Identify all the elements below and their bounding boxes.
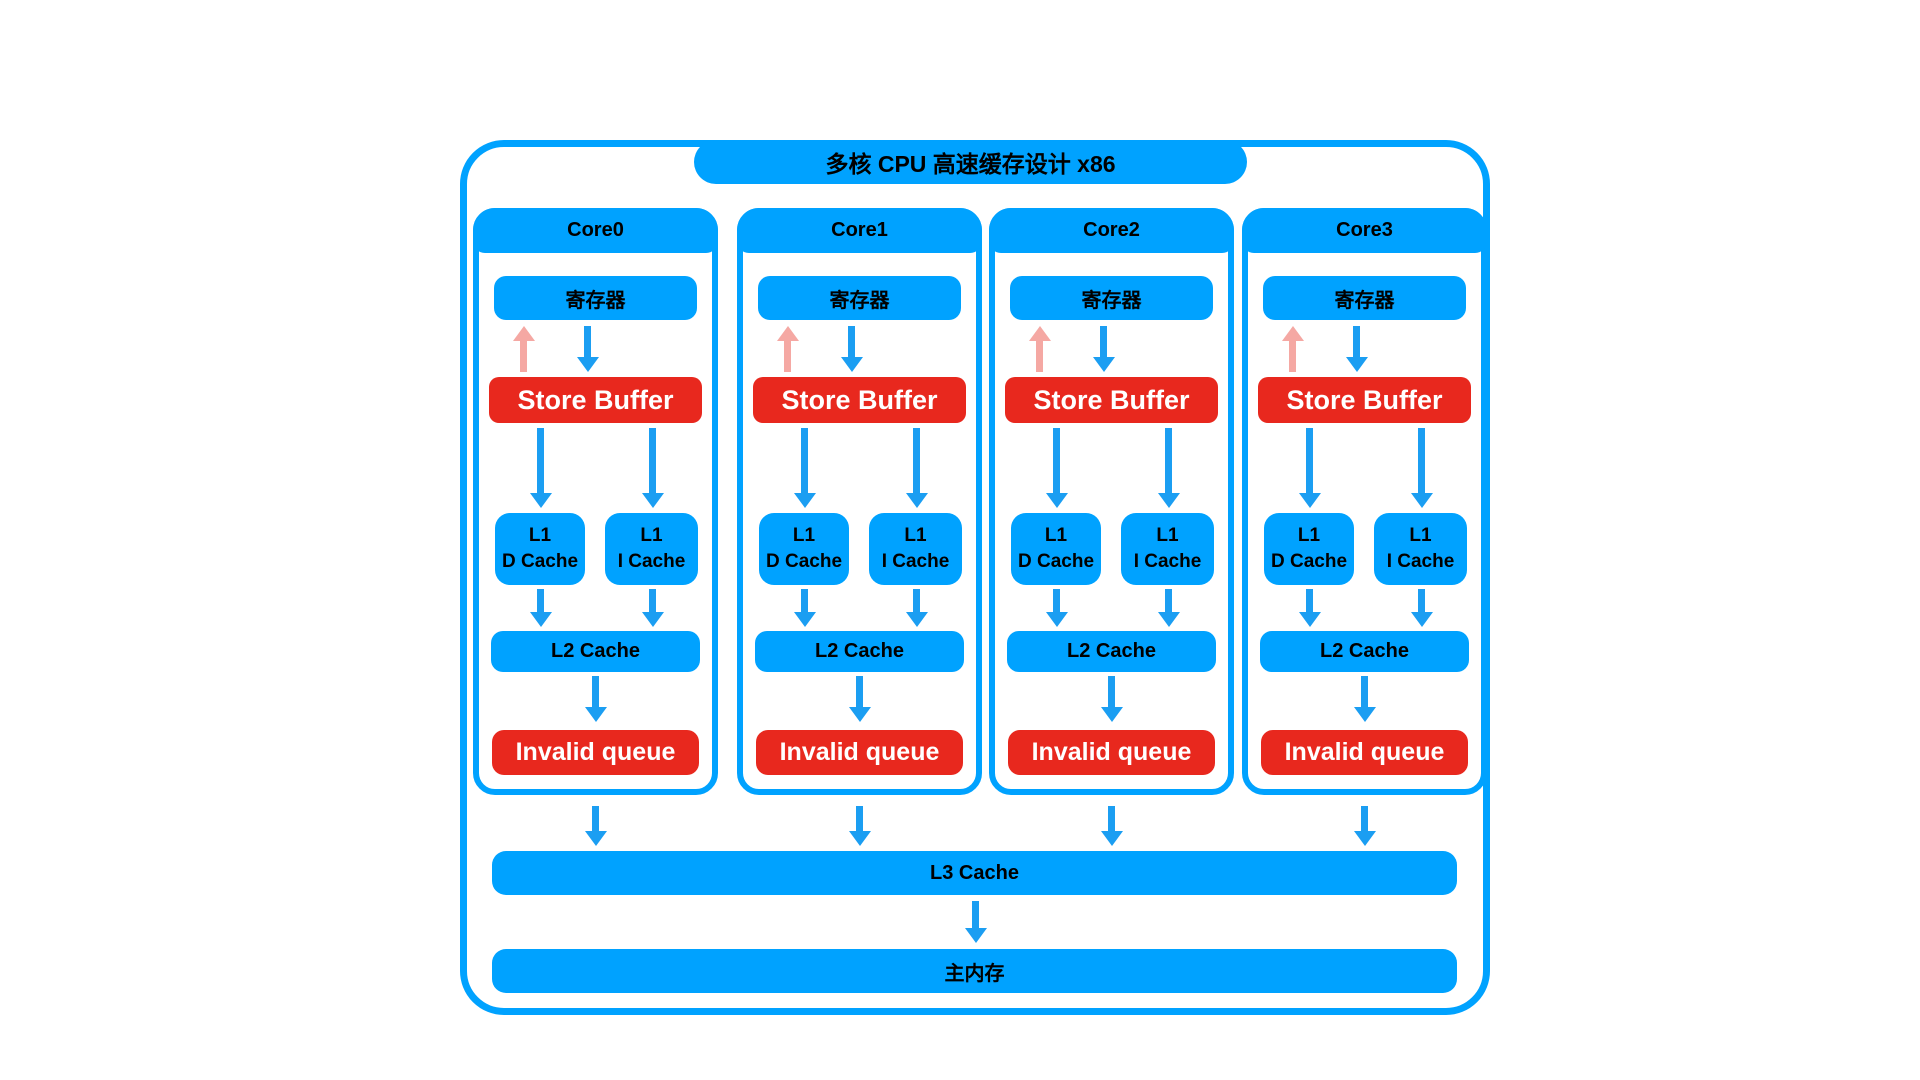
l1-dcache-line2: D Cache	[1270, 551, 1348, 572]
l1-icache-line2: I Cache	[617, 551, 686, 572]
core-3-l1d-to-l2-arrow	[1298, 589, 1321, 627]
l1-icache-line1: L1	[640, 525, 663, 546]
l1-dcache-line1: L1	[528, 525, 552, 546]
core-3-l1-icache-box: L1 I Cache	[1374, 513, 1467, 585]
l1-icache-line1: L1	[1156, 525, 1179, 546]
l1-dcache-line2: D Cache	[765, 551, 843, 572]
core-2-store-buffer-box: Store Buffer	[1005, 377, 1218, 423]
core-0-store-buffer-to-l1i-arrow	[641, 428, 664, 508]
core-2-l1-dcache-box: L1 D Cache	[1011, 513, 1101, 585]
core-0-l1-dcache-box: L1 D Cache	[495, 513, 585, 585]
core-2-invalid-queue-box: Invalid queue	[1008, 730, 1215, 775]
core-0-l1d-to-l2-arrow	[529, 589, 552, 627]
core-1-title: Core1	[737, 208, 982, 253]
core-0-invalid-queue-box: Invalid queue	[492, 730, 699, 775]
l1-icache-line1: L1	[904, 525, 927, 546]
diagram-title: 多核 CPU 高速缓存设计 x86	[694, 140, 1247, 184]
core-0-l1i-to-l2-arrow	[641, 589, 664, 627]
core-0-register-to-store-buffer-arrow	[576, 326, 599, 372]
core-2-l1-icache-box: L1 I Cache	[1121, 513, 1214, 585]
l3-to-main-memory-arrow	[964, 901, 987, 943]
core-0-store-buffer-box: Store Buffer	[489, 377, 702, 423]
core-2-l2-cache-box: L2 Cache	[1007, 631, 1216, 672]
core-0-register-box: 寄存器	[494, 276, 697, 320]
l1-dcache-line2: D Cache	[1017, 551, 1095, 572]
l1-icache-line2: I Cache	[1133, 551, 1202, 572]
core-0-title: Core0	[473, 208, 718, 253]
core-3-to-l3-arrow	[1353, 806, 1376, 846]
core-2-l1i-to-l2-arrow	[1157, 589, 1180, 627]
core-1-l1d-to-l2-arrow	[793, 589, 816, 627]
core-1-to-l3-arrow	[848, 806, 871, 846]
core-0-box: Core0 寄存器 Store Buffer L1 D Cache L1 I C…	[473, 208, 718, 795]
l1-dcache-line1: L1	[1044, 525, 1068, 546]
l3-cache-bar: L3 Cache	[492, 851, 1457, 895]
core-0-store-buffer-to-l1d-arrow	[529, 428, 552, 508]
core-2-l1d-to-l2-arrow	[1045, 589, 1068, 627]
core-1-box: Core1 寄存器 Store Buffer L1 D Cache L1 I C…	[737, 208, 982, 795]
core-3-title: Core3	[1242, 208, 1487, 253]
core-2-register-to-store-buffer-arrow	[1092, 326, 1115, 372]
core-1-store-buffer-to-l1d-arrow	[793, 428, 816, 508]
core-3-l1i-to-l2-arrow	[1410, 589, 1433, 627]
core-3-store-buffer-to-register-arrow	[1281, 326, 1304, 372]
core-1-register-to-store-buffer-arrow	[840, 326, 863, 372]
l1-icache-line2: I Cache	[881, 551, 950, 572]
core-0-l2-to-invalid-queue-arrow	[584, 676, 607, 722]
core-3-box: Core3 寄存器 Store Buffer L1 D Cache L1 I C…	[1242, 208, 1487, 795]
core-2-store-buffer-to-l1i-arrow	[1157, 428, 1180, 508]
core-2-store-buffer-to-l1d-arrow	[1045, 428, 1068, 508]
core-3-register-box: 寄存器	[1263, 276, 1466, 320]
core-1-store-buffer-to-register-arrow	[776, 326, 799, 372]
core-0-l1-icache-box: L1 I Cache	[605, 513, 698, 585]
l1-dcache-line1: L1	[1297, 525, 1321, 546]
core-1-register-box: 寄存器	[758, 276, 961, 320]
core-0-store-buffer-to-register-arrow	[512, 326, 535, 372]
l1-icache-line1: L1	[1409, 525, 1432, 546]
core-1-store-buffer-box: Store Buffer	[753, 377, 966, 423]
main-memory-bar: 主内存	[492, 949, 1457, 993]
core-2-title: Core2	[989, 208, 1234, 253]
core-1-l1i-to-l2-arrow	[905, 589, 928, 627]
l1-dcache-line1: L1	[792, 525, 816, 546]
core-2-to-l3-arrow	[1100, 806, 1123, 846]
core-1-l2-cache-box: L2 Cache	[755, 631, 964, 672]
core-3-store-buffer-to-l1i-arrow	[1410, 428, 1433, 508]
core-0-to-l3-arrow	[584, 806, 607, 846]
core-1-l2-to-invalid-queue-arrow	[848, 676, 871, 722]
core-2-store-buffer-to-register-arrow	[1028, 326, 1051, 372]
core-2-l2-to-invalid-queue-arrow	[1100, 676, 1123, 722]
core-3-store-buffer-box: Store Buffer	[1258, 377, 1471, 423]
core-1-store-buffer-to-l1i-arrow	[905, 428, 928, 508]
l1-icache-line2: I Cache	[1386, 551, 1455, 572]
core-0-l2-cache-box: L2 Cache	[491, 631, 700, 672]
core-3-register-to-store-buffer-arrow	[1345, 326, 1368, 372]
core-2-box: Core2 寄存器 Store Buffer L1 D Cache L1 I C…	[989, 208, 1234, 795]
core-3-store-buffer-to-l1d-arrow	[1298, 428, 1321, 508]
core-3-l2-to-invalid-queue-arrow	[1353, 676, 1376, 722]
core-3-l2-cache-box: L2 Cache	[1260, 631, 1469, 672]
core-3-invalid-queue-box: Invalid queue	[1261, 730, 1468, 775]
core-1-invalid-queue-box: Invalid queue	[756, 730, 963, 775]
core-1-l1-dcache-box: L1 D Cache	[759, 513, 849, 585]
core-1-l1-icache-box: L1 I Cache	[869, 513, 962, 585]
core-3-l1-dcache-box: L1 D Cache	[1264, 513, 1354, 585]
core-2-register-box: 寄存器	[1010, 276, 1213, 320]
l1-dcache-line2: D Cache	[501, 551, 579, 572]
